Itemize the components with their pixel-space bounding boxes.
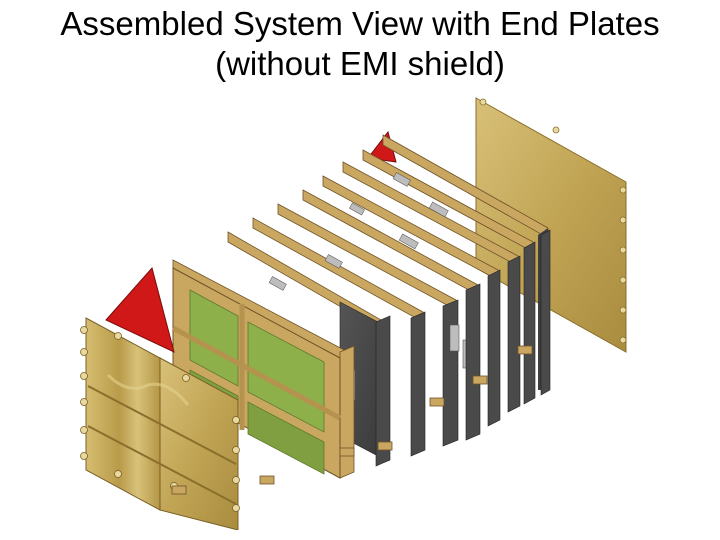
module-5: [302, 189, 481, 441]
assembled-system-illustration: [78, 90, 638, 530]
module-3: [252, 217, 426, 457]
title-line-1: Assembled System View with End Plates: [60, 5, 660, 42]
mounting-feet: [171, 345, 533, 495]
title-line-2: (without EMI shield): [215, 45, 505, 82]
module-9: [382, 134, 551, 396]
module-6: [322, 175, 501, 427]
green-board-bottom-right: [247, 401, 325, 475]
module-8: [362, 149, 536, 405]
module-4: [277, 203, 460, 447]
system-drawing: [80, 97, 627, 530]
front-red-end-cap: [105, 266, 175, 353]
slide-title: Assembled System View with End Plates (w…: [0, 4, 720, 84]
